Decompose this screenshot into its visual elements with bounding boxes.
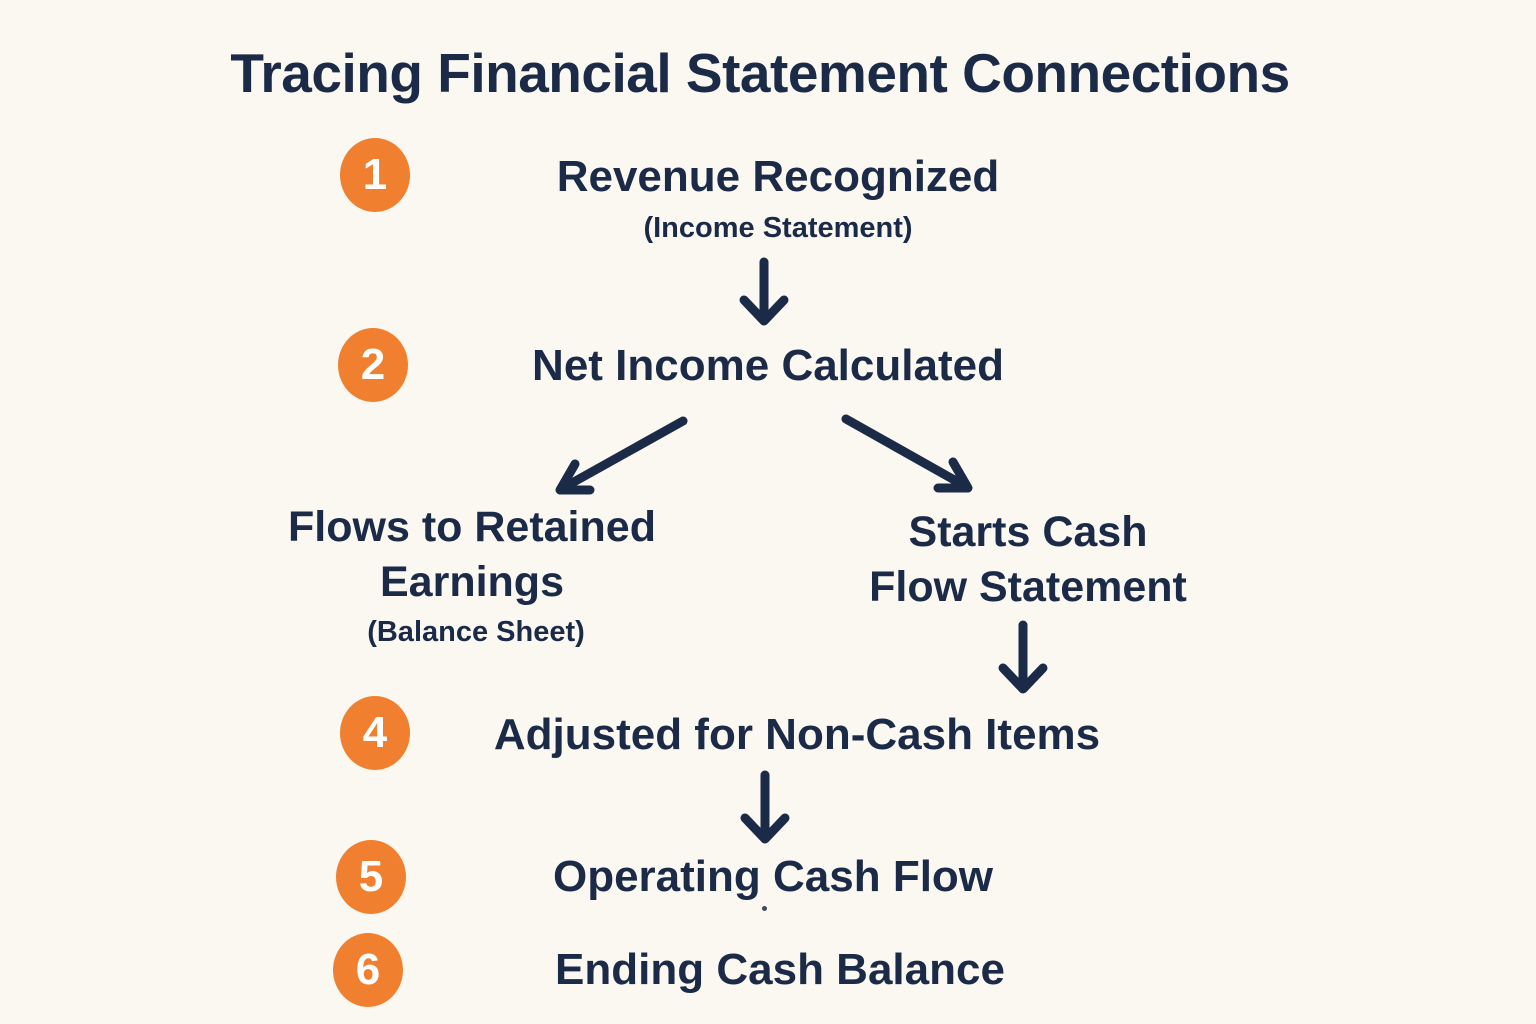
step-6-label: Ending Cash Balance bbox=[555, 945, 1005, 994]
step-5-number: 5 bbox=[358, 852, 384, 901]
branch-right-line1: Starts Cash bbox=[908, 508, 1148, 556]
step-6-badge: 6 bbox=[333, 933, 403, 1007]
step-1-badge: 1 bbox=[340, 138, 410, 212]
branch-left-line2: Earnings bbox=[379, 558, 564, 606]
branch-left-sublabel: (Balance Sheet) bbox=[367, 616, 585, 648]
arrow-step1-to-step2 bbox=[739, 257, 789, 326]
page-title: Tracing Financial Statement Connections bbox=[230, 42, 1290, 104]
arrow-step4-to-step5 bbox=[740, 770, 790, 844]
step-2-badge: 2 bbox=[338, 328, 408, 402]
step-4-badge: 4 bbox=[340, 696, 410, 770]
arrow-branch-right-to-step4 bbox=[998, 620, 1048, 694]
step-1-label: Revenue Recognized bbox=[556, 152, 1000, 201]
step-4-number: 4 bbox=[362, 708, 388, 757]
step-2-number: 2 bbox=[360, 340, 386, 389]
stray-dot-mark bbox=[762, 906, 767, 911]
branch-left-line1: Flows to Retained bbox=[288, 503, 656, 551]
step-1-sublabel: (Income Statement) bbox=[643, 212, 913, 244]
arrow-step2-to-branch-left bbox=[555, 416, 688, 495]
step-5-label: Operating Cash Flow bbox=[552, 852, 994, 901]
branch-right-line2: Flow Statement bbox=[869, 563, 1187, 611]
step-4-label: Adjusted for Non-Cash Items bbox=[493, 710, 1101, 759]
step-2-label: Net Income Calculated bbox=[532, 341, 1004, 390]
step-1-number: 1 bbox=[362, 150, 388, 199]
step-6-number: 6 bbox=[355, 945, 381, 994]
step-5-badge: 5 bbox=[336, 840, 406, 914]
arrow-step2-to-branch-right bbox=[841, 414, 973, 493]
